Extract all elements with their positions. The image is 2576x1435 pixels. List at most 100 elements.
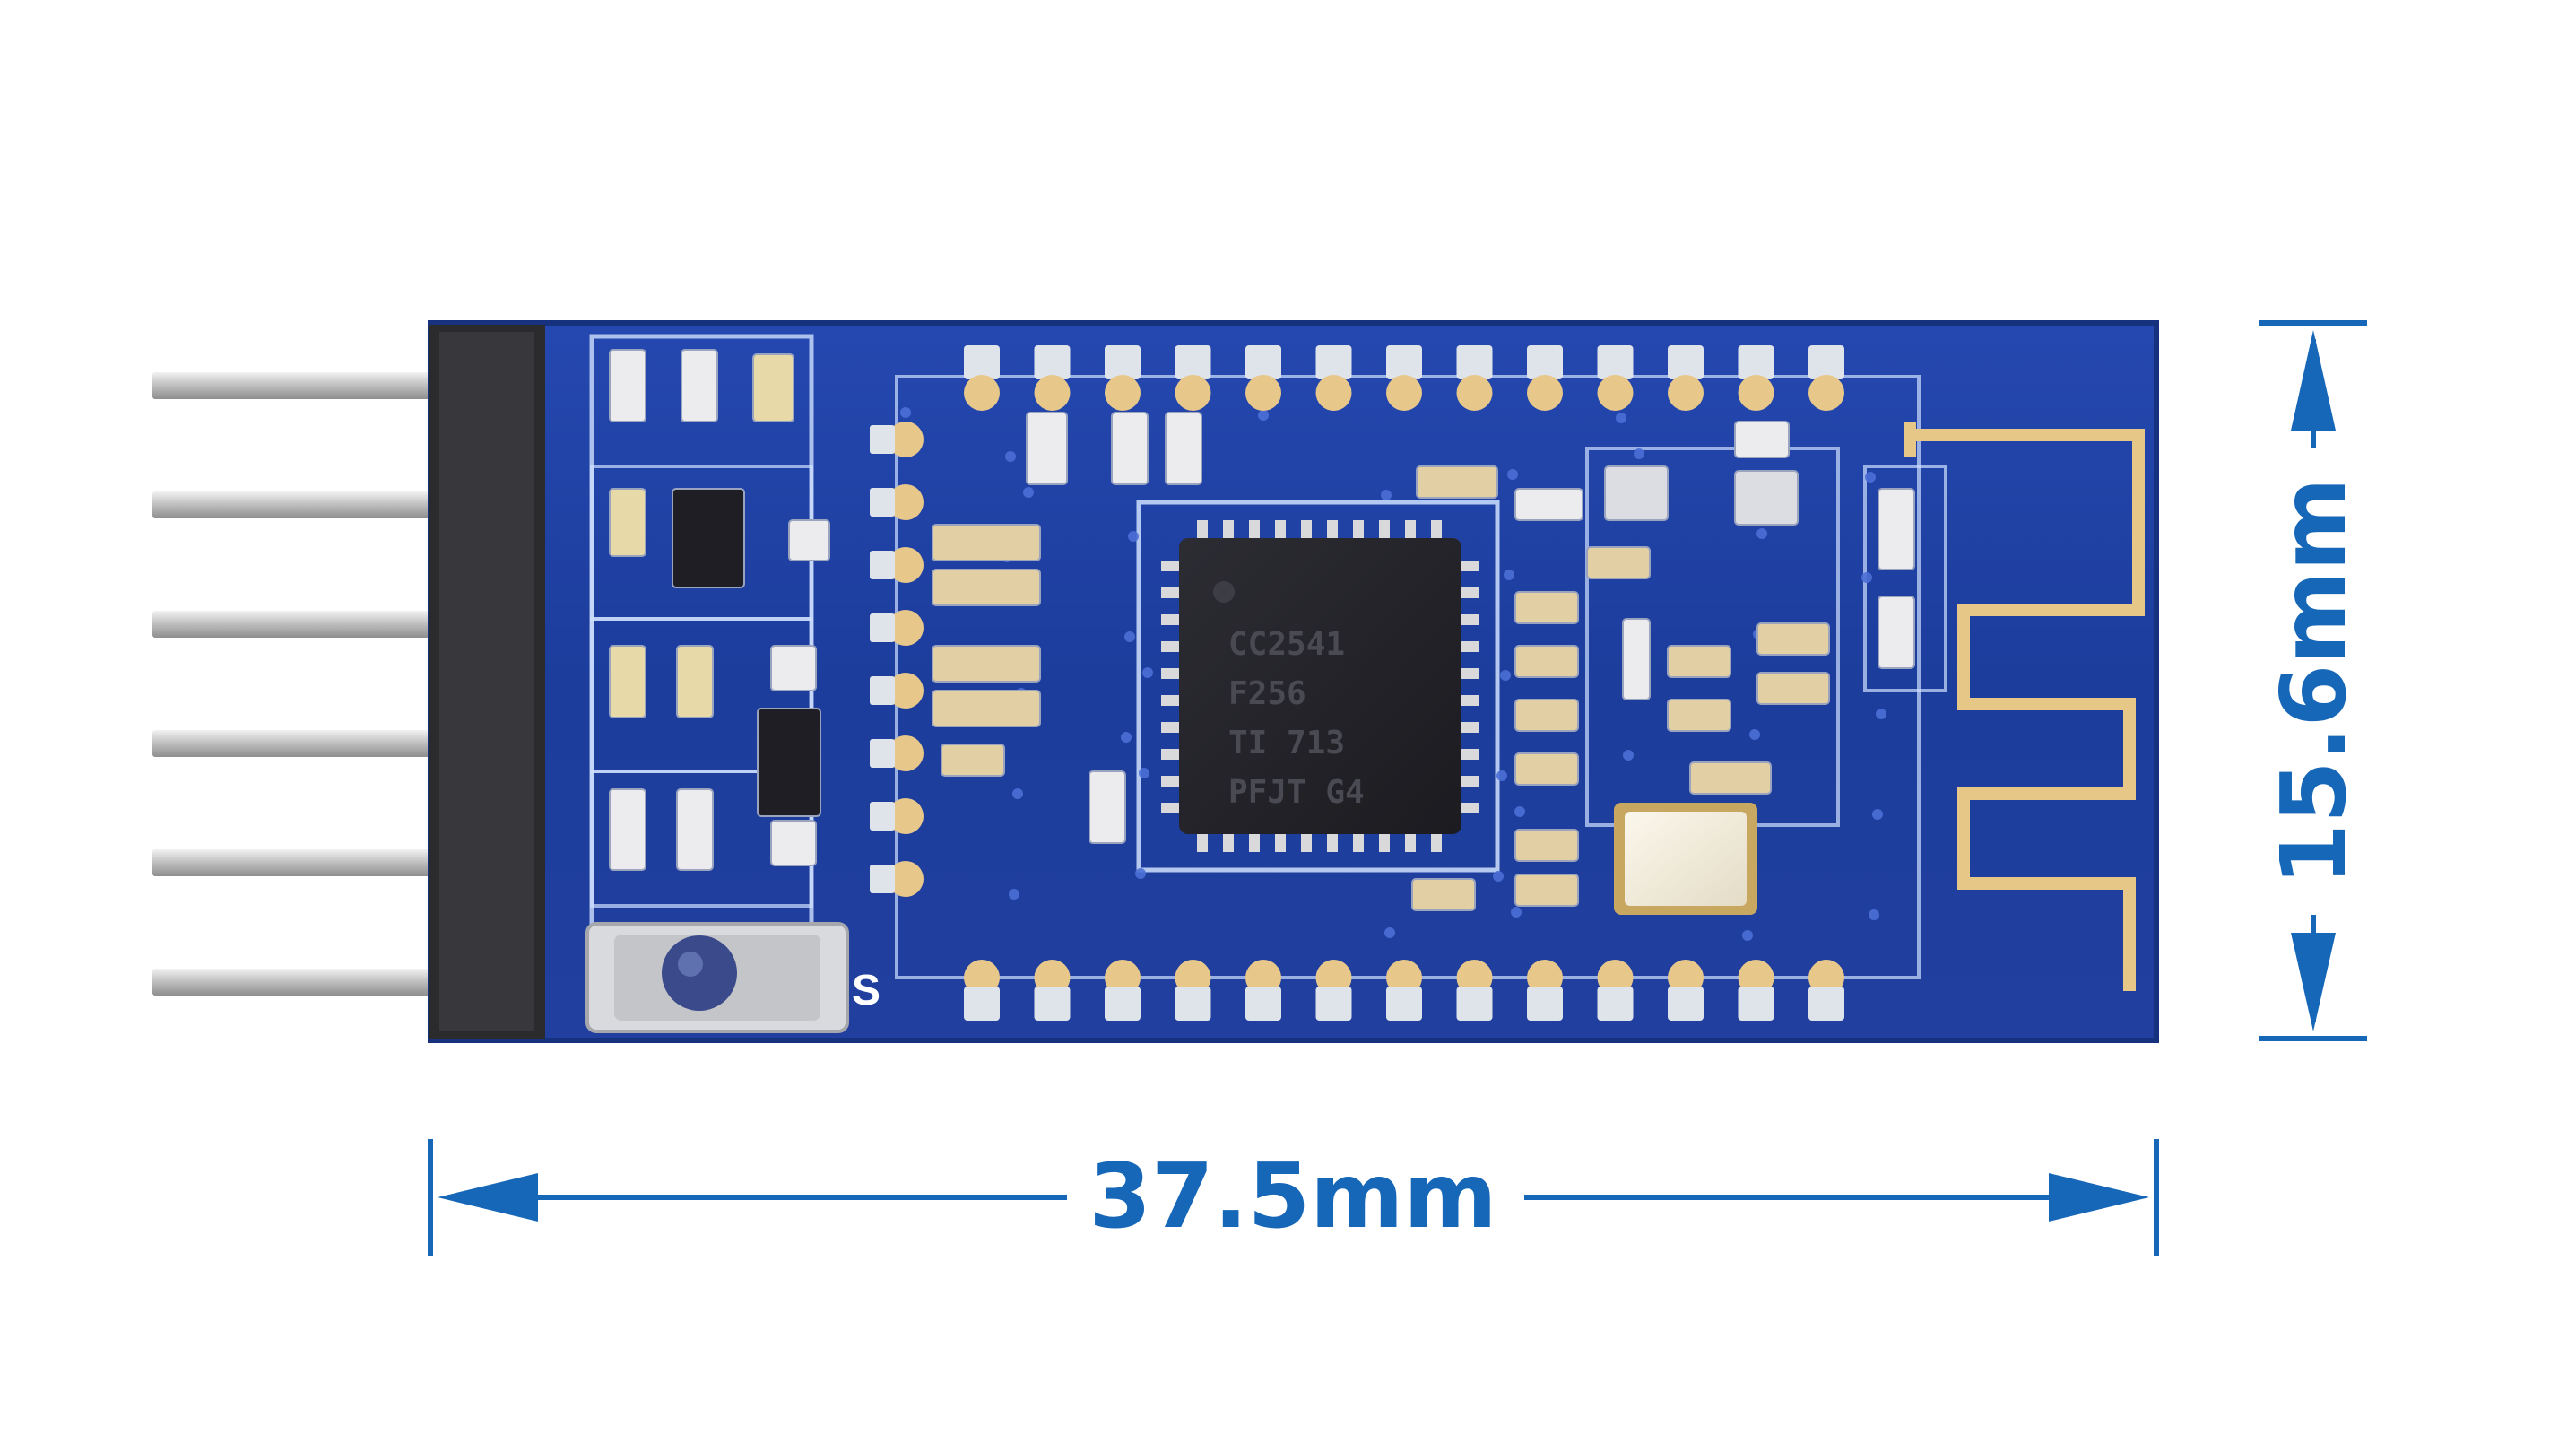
chip-pin <box>1197 520 1208 540</box>
via <box>1496 770 1507 781</box>
chip-pin <box>1161 803 1181 813</box>
pad <box>1527 987 1563 1021</box>
chip-pin <box>1460 776 1479 787</box>
smd-component <box>1089 770 1126 844</box>
chip-pin <box>1301 520 1312 540</box>
via <box>1623 750 1634 761</box>
chip-pin <box>1249 832 1260 852</box>
chip-pin <box>1405 832 1416 852</box>
smd-component <box>1604 465 1669 521</box>
pad <box>964 987 1000 1021</box>
smd-component <box>676 645 714 718</box>
smd-component <box>932 690 1041 727</box>
side-pad <box>888 484 924 520</box>
smd-component <box>932 524 1041 561</box>
side-pad-plate <box>870 488 895 517</box>
via <box>1135 868 1146 879</box>
via <box>1869 909 1879 920</box>
chip-marking-line-2: F256 <box>1228 675 1306 712</box>
pad-hole <box>1527 375 1563 411</box>
chip-pin <box>1460 749 1479 760</box>
smd-component <box>1667 645 1731 678</box>
via <box>1142 667 1153 678</box>
smd-component <box>1586 546 1651 579</box>
side-pad <box>888 673 924 709</box>
pad <box>1175 345 1211 379</box>
side-pad <box>888 798 924 834</box>
chip-pin <box>1161 641 1181 652</box>
smd-component <box>672 488 745 588</box>
chip-pin <box>1223 520 1234 540</box>
smd-component <box>1734 470 1799 526</box>
pad-hole <box>1315 375 1352 411</box>
pad <box>1597 987 1634 1021</box>
pad <box>1668 345 1704 379</box>
smd-component <box>1622 618 1651 700</box>
smd-component <box>941 744 1005 777</box>
chip-pin <box>1223 832 1234 852</box>
chip-pin <box>1379 832 1390 852</box>
chip-pin <box>1327 520 1338 540</box>
via <box>1121 732 1132 743</box>
pad <box>1808 345 1844 379</box>
chip-pin <box>1460 641 1479 652</box>
chip-marking-line-3: TI 713 <box>1228 725 1345 761</box>
side-pad <box>888 610 924 646</box>
header-pin <box>152 611 493 638</box>
via <box>1005 451 1016 462</box>
pad <box>1034 345 1071 379</box>
pad <box>1245 345 1281 379</box>
via <box>1381 490 1392 500</box>
via <box>1507 469 1518 480</box>
pad-hole <box>1597 375 1634 411</box>
pad <box>1527 345 1563 379</box>
chip-pin <box>1460 614 1479 625</box>
side-pad-plate <box>870 802 895 831</box>
smd-component <box>1514 645 1579 678</box>
via <box>1128 531 1139 542</box>
pad <box>1738 345 1774 379</box>
pad <box>1597 345 1634 379</box>
smd-components <box>609 349 1915 911</box>
via <box>1876 709 1886 719</box>
pad <box>1456 987 1493 1021</box>
chip-pin <box>1431 832 1442 852</box>
header-pin <box>152 730 493 757</box>
chip-pin <box>1379 520 1390 540</box>
chip-pin <box>1353 832 1364 852</box>
smd-component <box>752 353 794 422</box>
via <box>1493 871 1504 882</box>
pad-hole <box>1105 375 1141 411</box>
pad-hole <box>1245 375 1281 411</box>
via <box>1872 809 1883 820</box>
smd-component <box>1514 874 1579 907</box>
smd-component <box>1734 421 1790 458</box>
chip-pin <box>1353 520 1364 540</box>
smd-component <box>1514 591 1579 624</box>
smd-component <box>1165 412 1202 485</box>
pad <box>1668 987 1704 1021</box>
chip-pin <box>1161 668 1181 679</box>
pad-hole <box>1668 375 1704 411</box>
reset-button <box>585 922 849 1033</box>
height-label: 15.6mm <box>2261 477 2366 885</box>
chip-pin <box>1405 520 1416 540</box>
chip-pin <box>1161 561 1181 571</box>
via <box>1749 729 1760 740</box>
pad <box>1386 345 1422 379</box>
pad <box>1245 987 1281 1021</box>
side-pad-plate <box>870 613 895 642</box>
smd-component <box>1026 412 1068 485</box>
header-pin <box>152 372 493 399</box>
via <box>1742 930 1753 941</box>
castellated-pads-side <box>870 422 924 897</box>
pad <box>1808 987 1844 1021</box>
smd-component <box>609 645 646 718</box>
smd-component <box>1514 752 1579 786</box>
pad-hole <box>964 375 1000 411</box>
width-label: 37.5mm <box>1089 1144 1496 1248</box>
smd-component <box>681 349 718 422</box>
chip-pin <box>1460 722 1479 733</box>
via <box>1139 768 1149 778</box>
